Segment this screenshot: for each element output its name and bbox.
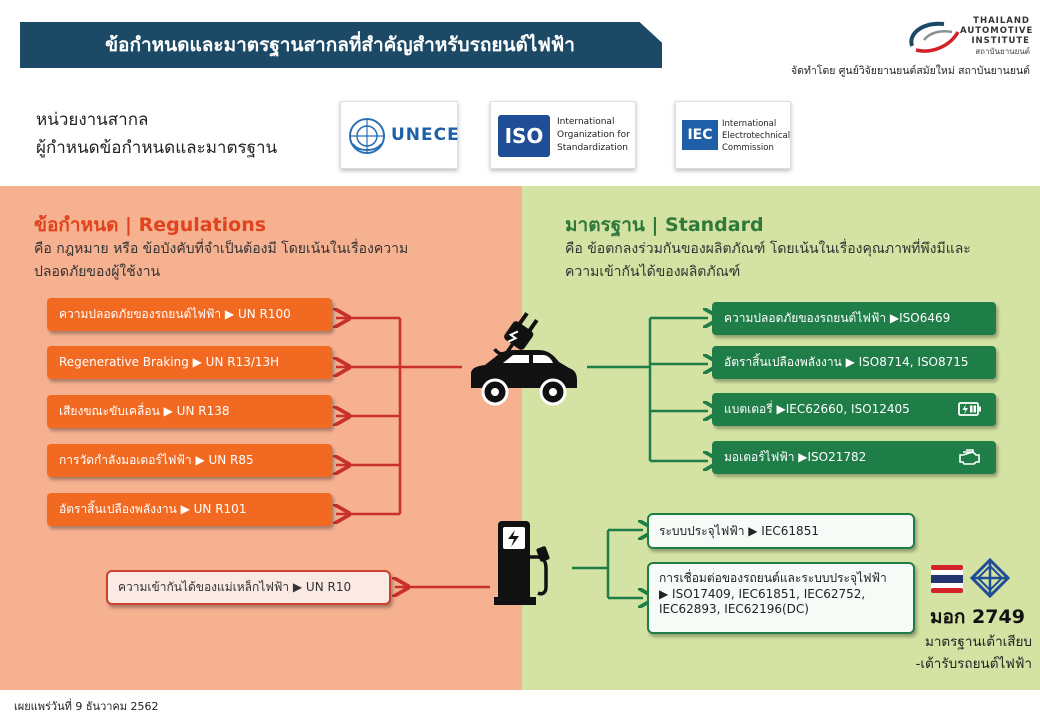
standard-item: ความปลอดภัยของรถยนต์ไฟฟ้า ▶ISO6469: [712, 302, 996, 335]
standards-description: คือ ข้อตกลงร่วมกันของผลิตภัณฑ์ โดยเน้นใน…: [565, 238, 1035, 284]
iec-name-line2: Electrotechnical: [722, 131, 791, 141]
intl-orgs-label: หน่วยงานสากล: [36, 110, 149, 130]
tisi-logo-icon: [970, 558, 1010, 598]
standard-item-label: อัตราสิ้นเปลืองพลังงาน ▶ ISO8714, ISO871…: [724, 355, 969, 369]
standards-title: มาตรฐาน | Standard: [565, 214, 764, 236]
iec-logo: IEC International Electrotechnical Commi…: [675, 101, 791, 169]
intl-orgs-label-sub: ผู้กำหนดข้อกำหนดและมาตรฐาน: [36, 138, 278, 158]
standards-desc-line2: ความเข้ากันได้ของผลิตภัณฑ์: [565, 264, 741, 280]
iso-abbr: ISO: [498, 115, 550, 157]
standard-item: อัตราสิ้นเปลืองพลังงาน ▶ ISO8714, ISO871…: [712, 346, 996, 379]
unece-logo: UNECE: [340, 101, 460, 169]
iec-abbr: IEC: [682, 120, 718, 150]
iec-name-line3: Commission: [722, 143, 774, 153]
publish-date: เผยแพร่วันที่ 9 ธันวาคม 2562: [14, 700, 159, 713]
standard-item-label: มอเตอร์ไฟฟ้า ▶ISO21782: [724, 450, 867, 464]
standard-item: แบตเตอรี่ ▶IEC62660, ISO12405: [712, 393, 996, 426]
logo-line1: THAILAND: [973, 16, 1030, 26]
regulations-desc-line2: ปลอดภัยของผู้ใช้งาน: [34, 264, 161, 280]
regulations-desc-line1: คือ กฎหมาย หรือ ข้อบังคับที่จำเป็นต้องมี…: [34, 241, 409, 257]
tai-logo-icon: [909, 21, 960, 53]
engine-motor-icon: [959, 449, 980, 465]
regulation-item: การวัดกำลังมอเตอร์ไฟฟ้า ▶ UN R85: [47, 444, 332, 477]
charging-connection-item: การเชื่อมต่อของรถยนต์และระบบประจุไฟฟ้า ▶…: [647, 562, 915, 634]
tisi-description-line1: มาตรฐานเต้าเสียบ: [924, 634, 1032, 650]
charging-connection-line3: IEC62893, IEC62196(DC): [659, 602, 809, 616]
charging-connection-line2: ▶ ISO17409, IEC61851, IEC62752,: [659, 586, 866, 601]
standard-item-label: ความปลอดภัยของรถยนต์ไฟฟ้า ▶ISO6469: [724, 311, 951, 325]
title-banner: [20, 22, 662, 68]
regulations-panel: [0, 186, 522, 690]
organizer-credit: จัดทำโดย ศูนย์วิจัยยานยนต์สมัยใหม่ สถาบั…: [791, 65, 1030, 77]
iso-logo: ISO International Organization for Stand…: [490, 101, 636, 169]
iso-name-line1: International: [557, 117, 615, 127]
page-title: ข้อกำหนดและมาตรฐานสากลที่สำคัญสำหรับรถยน…: [105, 34, 575, 56]
tisi-standard-code: มอก 2749: [930, 606, 1025, 628]
regulation-item: เสียงขณะขับเคลื่อน ▶ UN R138: [47, 395, 332, 428]
regulations-title: ข้อกำหนด | Regulations: [34, 214, 267, 236]
iec-name-line1: International: [722, 119, 777, 129]
standards-desc-line1: คือ ข้อตกลงร่วมกันของผลิตภัณฑ์ โดยเน้นใน…: [565, 241, 971, 257]
unece-text: UNECE: [391, 125, 460, 145]
tisi-description-line2: -เต้ารับรถยนต์ไฟฟ้า: [915, 656, 1032, 672]
regulation-item: ความปลอดภัยของรถยนต์ไฟฟ้า ▶ UN R100: [47, 298, 332, 331]
iso-name-line2: Organization for: [557, 130, 630, 140]
regulation-item: อัตราสิ้นเปลืองพลังงาน ▶ UN R101: [47, 493, 332, 526]
logo-thai: สถาบันยานยนต์: [975, 47, 1030, 56]
logo-line3: INSTITUTE: [971, 36, 1030, 46]
un-emblem-icon: [349, 118, 385, 154]
logo-line2: AUTOMOTIVE: [960, 26, 1034, 36]
charging-regulation-item: ความเข้ากันได้ของแม่เหล็กไฟฟ้า ▶ UN R10: [106, 570, 391, 605]
ev-car-plug-icon: [471, 312, 577, 406]
charging-station-icon: [494, 521, 550, 605]
iso-name-line3: Standardization: [557, 143, 628, 153]
thai-flag-icon: [931, 565, 963, 593]
regulations-description: คือ กฎหมาย หรือ ข้อบังคับที่จำเป็นต้องมี…: [34, 238, 504, 284]
battery-charging-icon: [958, 402, 981, 416]
standard-item: มอเตอร์ไฟฟ้า ▶ISO21782: [712, 441, 996, 474]
charging-standard-item: ระบบประจุไฟฟ้า ▶ IEC61851: [647, 513, 915, 549]
charging-connection-line1: การเชื่อมต่อของรถยนต์และระบบประจุไฟฟ้า: [659, 571, 887, 585]
standard-item-label: แบตเตอรี่ ▶IEC62660, ISO12405: [724, 402, 910, 416]
regulation-item: Regenerative Braking ▶ UN R13/13H: [47, 346, 332, 379]
